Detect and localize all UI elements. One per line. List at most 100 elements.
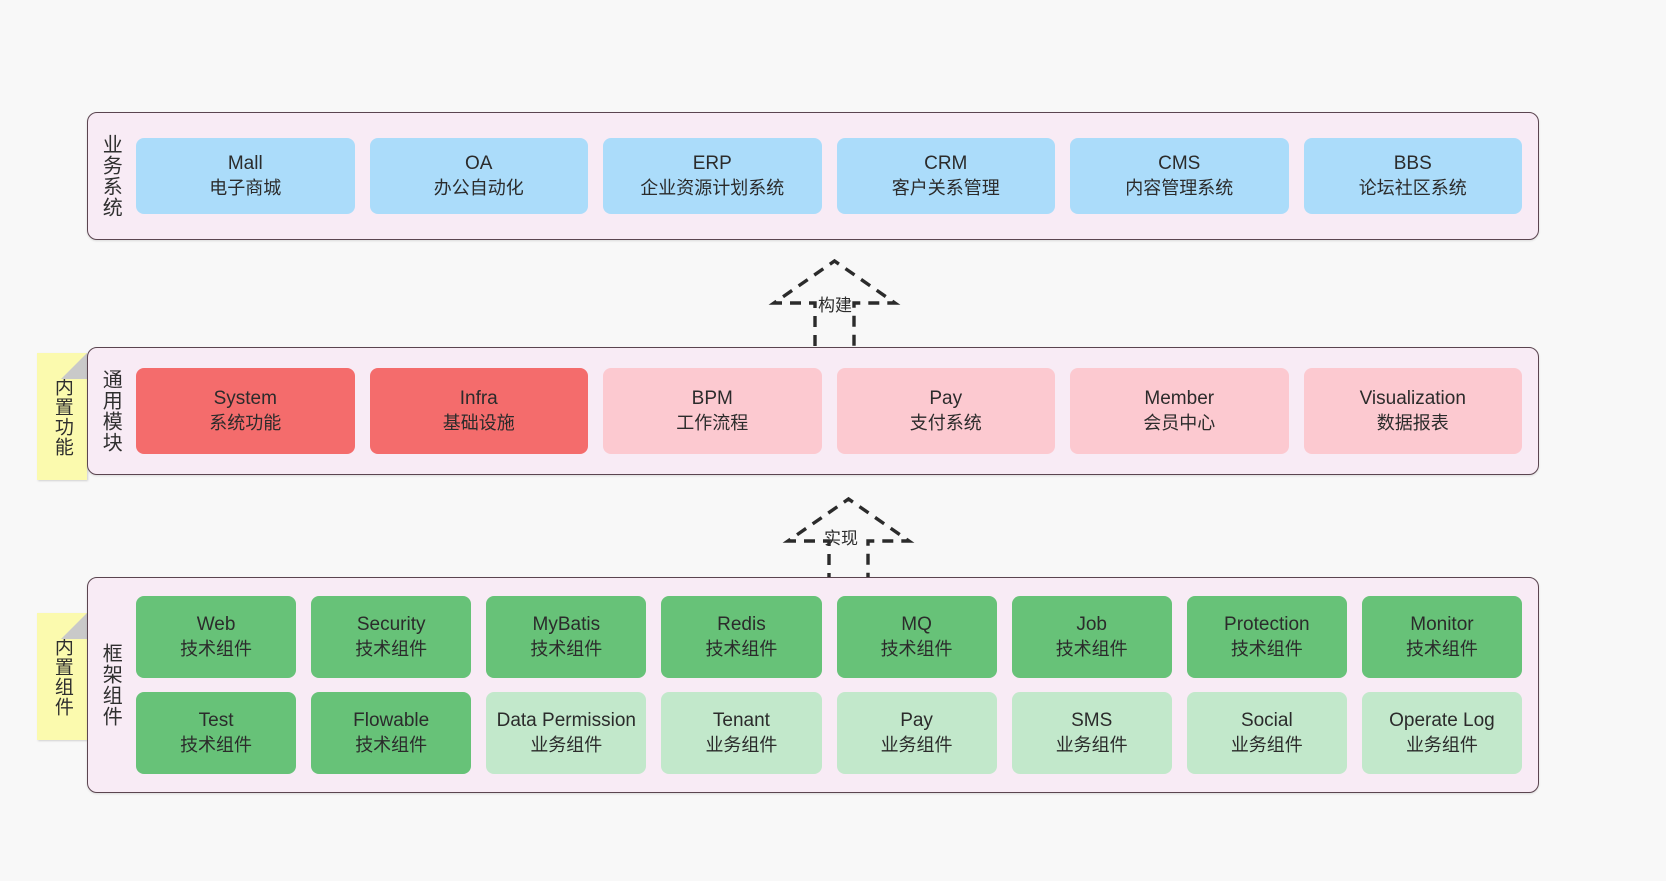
node-title: Pay [900, 710, 933, 732]
node-title: CMS [1158, 153, 1201, 175]
layer-row: Test 技术组件 Flowable 技术组件 Data Permission … [136, 692, 1522, 774]
node-title: Tenant [712, 710, 770, 732]
node-flowable[interactable]: Flowable 技术组件 [311, 692, 472, 774]
node-title: SMS [1071, 710, 1113, 732]
node-title: MyBatis [532, 614, 601, 636]
node-subtitle: 基础设施 [442, 412, 515, 433]
layer-body-business-systems: Mall 电子商城 OA 办公自动化 ERP 企业资源计划系统 CRM 客户关系… [132, 113, 1538, 239]
node-mq[interactable]: MQ 技术组件 [836, 596, 997, 678]
node-subtitle: 电子商城 [209, 177, 282, 198]
node-subtitle: 技术组件 [530, 638, 603, 659]
node-title: Operate Log [1389, 710, 1495, 732]
node-title: Protection [1224, 614, 1310, 636]
node-operate-log[interactable]: Operate Log 业务组件 [1361, 692, 1522, 774]
node-protection[interactable]: Protection 技术组件 [1186, 596, 1347, 678]
node-title: OA [465, 153, 493, 175]
node-subtitle: 办公自动化 [433, 177, 524, 198]
node-subtitle: 支付系统 [909, 412, 982, 433]
layer-row: Web 技术组件 Security 技术组件 MyBatis 技术组件 Redi… [136, 596, 1522, 678]
node-mybatis[interactable]: MyBatis 技术组件 [486, 596, 647, 678]
node-subtitle: 技术组件 [180, 638, 253, 659]
node-title: MQ [901, 614, 932, 636]
node-title: ERP [692, 153, 732, 175]
node-title: BPM [691, 388, 733, 410]
node-mall[interactable]: Mall 电子商城 [136, 138, 355, 214]
node-subtitle: 工作流程 [676, 412, 749, 433]
node-subtitle: 客户关系管理 [891, 177, 1000, 198]
node-crm[interactable]: CRM 客户关系管理 [836, 138, 1055, 214]
node-subtitle: 技术组件 [355, 638, 428, 659]
node-title: Redis [717, 614, 766, 636]
node-subtitle: 技术组件 [705, 638, 778, 659]
node-subtitle: 业务组件 [880, 734, 953, 755]
layer-label-framework-components: 框架组件 [99, 643, 122, 727]
node-title: CRM [924, 153, 968, 175]
node-monitor[interactable]: Monitor 技术组件 [1361, 596, 1522, 678]
node-bpm[interactable]: BPM 工作流程 [603, 368, 822, 454]
node-visualization[interactable]: Visualization 数据报表 [1303, 368, 1522, 454]
layer-label-common-modules: 通用模块 [99, 369, 122, 453]
node-subtitle: 技术组件 [1405, 638, 1478, 659]
node-subtitle: 技术组件 [880, 638, 953, 659]
node-system[interactable]: System 系统功能 [136, 368, 355, 454]
node-social[interactable]: Social 业务组件 [1186, 692, 1347, 774]
layer-label-business-systems: 业务系统 [99, 134, 122, 218]
node-data-permission[interactable]: Data Permission 业务组件 [486, 692, 647, 774]
node-member[interactable]: Member 会员中心 [1070, 368, 1289, 454]
node-title: Security [356, 614, 426, 636]
node-title: Flowable [353, 710, 430, 732]
node-title: Pay [929, 388, 963, 410]
layer-body-common-modules: System 系统功能 Infra 基础设施 BPM 工作流程 Pay 支付系统… [132, 348, 1538, 474]
node-erp[interactable]: ERP 企业资源计划系统 [603, 138, 822, 214]
node-subtitle: 数据报表 [1376, 412, 1449, 433]
node-subtitle: 企业资源计划系统 [640, 177, 785, 198]
node-cms[interactable]: CMS 内容管理系统 [1070, 138, 1289, 214]
node-bbs[interactable]: BBS 论坛社区系统 [1303, 138, 1522, 214]
node-oa[interactable]: OA 办公自动化 [369, 138, 588, 214]
node-subtitle: 论坛社区系统 [1358, 177, 1467, 198]
layer-row: System 系统功能 Infra 基础设施 BPM 工作流程 Pay 支付系统… [136, 368, 1522, 454]
node-subtitle: 技术组件 [355, 734, 428, 755]
node-title: System [213, 388, 277, 410]
node-title: Social [1240, 710, 1293, 732]
sticky-note-text: 内置组件 [51, 636, 73, 717]
node-subtitle: 系统功能 [209, 412, 282, 433]
node-infra[interactable]: Infra 基础设施 [369, 368, 588, 454]
node-pay-module[interactable]: Pay 支付系统 [836, 368, 1055, 454]
sticky-note-builtin-features: 内置功能 [37, 353, 87, 480]
layer-framework-components: 框架组件 Web 技术组件 Security 技术组件 MyBatis 技术组件… [87, 577, 1539, 793]
node-title: BBS [1393, 153, 1432, 175]
sticky-note-builtin-components: 内置组件 [37, 613, 87, 740]
node-test[interactable]: Test 技术组件 [136, 692, 297, 774]
node-subtitle: 业务组件 [530, 734, 603, 755]
node-subtitle: 业务组件 [705, 734, 778, 755]
node-pay-component[interactable]: Pay 业务组件 [836, 692, 997, 774]
node-web[interactable]: Web 技术组件 [136, 596, 297, 678]
node-redis[interactable]: Redis 技术组件 [661, 596, 822, 678]
layer-business-systems: 业务系统 Mall 电子商城 OA 办公自动化 ERP 企业资源计划系统 CRM… [87, 112, 1539, 240]
layer-body-framework-components: Web 技术组件 Security 技术组件 MyBatis 技术组件 Redi… [132, 578, 1538, 792]
node-subtitle: 内容管理系统 [1125, 177, 1234, 198]
layer-row: Mall 电子商城 OA 办公自动化 ERP 企业资源计划系统 CRM 客户关系… [136, 138, 1522, 214]
sticky-note-text: 内置功能 [51, 376, 73, 457]
connector-build-label: 构建 [818, 296, 852, 315]
node-tenant[interactable]: Tenant 业务组件 [661, 692, 822, 774]
node-subtitle: 技术组件 [1230, 638, 1303, 659]
node-job[interactable]: Job 技术组件 [1011, 596, 1172, 678]
node-subtitle: 会员中心 [1143, 412, 1216, 433]
node-security[interactable]: Security 技术组件 [311, 596, 472, 678]
node-title: Infra [459, 388, 498, 410]
node-title: Monitor [1410, 614, 1474, 636]
node-title: Web [196, 614, 236, 636]
layer-common-modules: 通用模块 System 系统功能 Infra 基础设施 BPM 工作流程 Pay… [87, 347, 1539, 475]
node-subtitle: 技术组件 [180, 734, 253, 755]
connector-implement-label: 实现 [824, 529, 858, 548]
node-subtitle: 技术组件 [1055, 638, 1128, 659]
node-title: Data Permission [496, 710, 636, 732]
node-subtitle: 业务组件 [1055, 734, 1128, 755]
node-title: Member [1144, 388, 1215, 410]
node-subtitle: 业务组件 [1405, 734, 1478, 755]
node-sms[interactable]: SMS 业务组件 [1011, 692, 1172, 774]
node-title: Mall [227, 153, 263, 175]
